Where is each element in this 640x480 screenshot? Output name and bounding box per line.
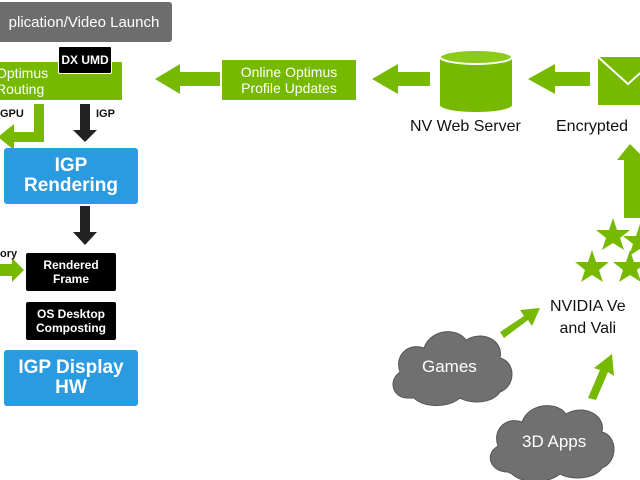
app-launch-box: plication/Video Launch bbox=[0, 2, 172, 42]
arrow-encrypted-to-server bbox=[528, 64, 590, 94]
arrow-memory-to-frame bbox=[0, 258, 24, 282]
arrow-apps-to-verify bbox=[588, 354, 614, 400]
igp-label: IGP bbox=[96, 108, 115, 120]
igp-display-box: IGP Display HW bbox=[4, 350, 138, 406]
arrow-routing-to-igp bbox=[73, 104, 97, 142]
dx-umd-badge: DX UMD bbox=[58, 46, 112, 74]
apps-3d-label: 3D Apps bbox=[522, 432, 587, 451]
online-profile-box: Online Optimus Profile Updates bbox=[222, 60, 356, 100]
gpu-label: GPU bbox=[0, 108, 24, 120]
arrow-routing-to-gpu bbox=[0, 104, 44, 150]
os-desktop-box: OS Desktop Composting bbox=[26, 302, 116, 340]
envelope-icon bbox=[597, 56, 640, 105]
igp-rendering-box: IGP Rendering bbox=[4, 148, 138, 204]
encrypted-label: Encrypted bbox=[556, 118, 629, 135]
memory-label: ory bbox=[0, 248, 18, 260]
arrow-server-to-profile bbox=[372, 64, 430, 94]
arrow-profile-to-routing bbox=[155, 64, 220, 94]
web-server-icon bbox=[439, 49, 513, 112]
games-cloud bbox=[392, 331, 513, 406]
rendered-frame-box: Rendered Frame bbox=[26, 253, 116, 291]
arrow-verify-to-encrypted bbox=[617, 144, 640, 218]
arrow-games-to-verify bbox=[500, 308, 540, 338]
arrow-igp-to-frame bbox=[73, 206, 97, 245]
stars-icon bbox=[575, 218, 640, 282]
web-server-label: NV Web Server bbox=[410, 118, 521, 135]
nvidia-verification-label: NVIDIA Ve and Vali bbox=[550, 298, 626, 337]
apps-cloud bbox=[489, 405, 615, 480]
games-label: Games bbox=[422, 357, 477, 376]
